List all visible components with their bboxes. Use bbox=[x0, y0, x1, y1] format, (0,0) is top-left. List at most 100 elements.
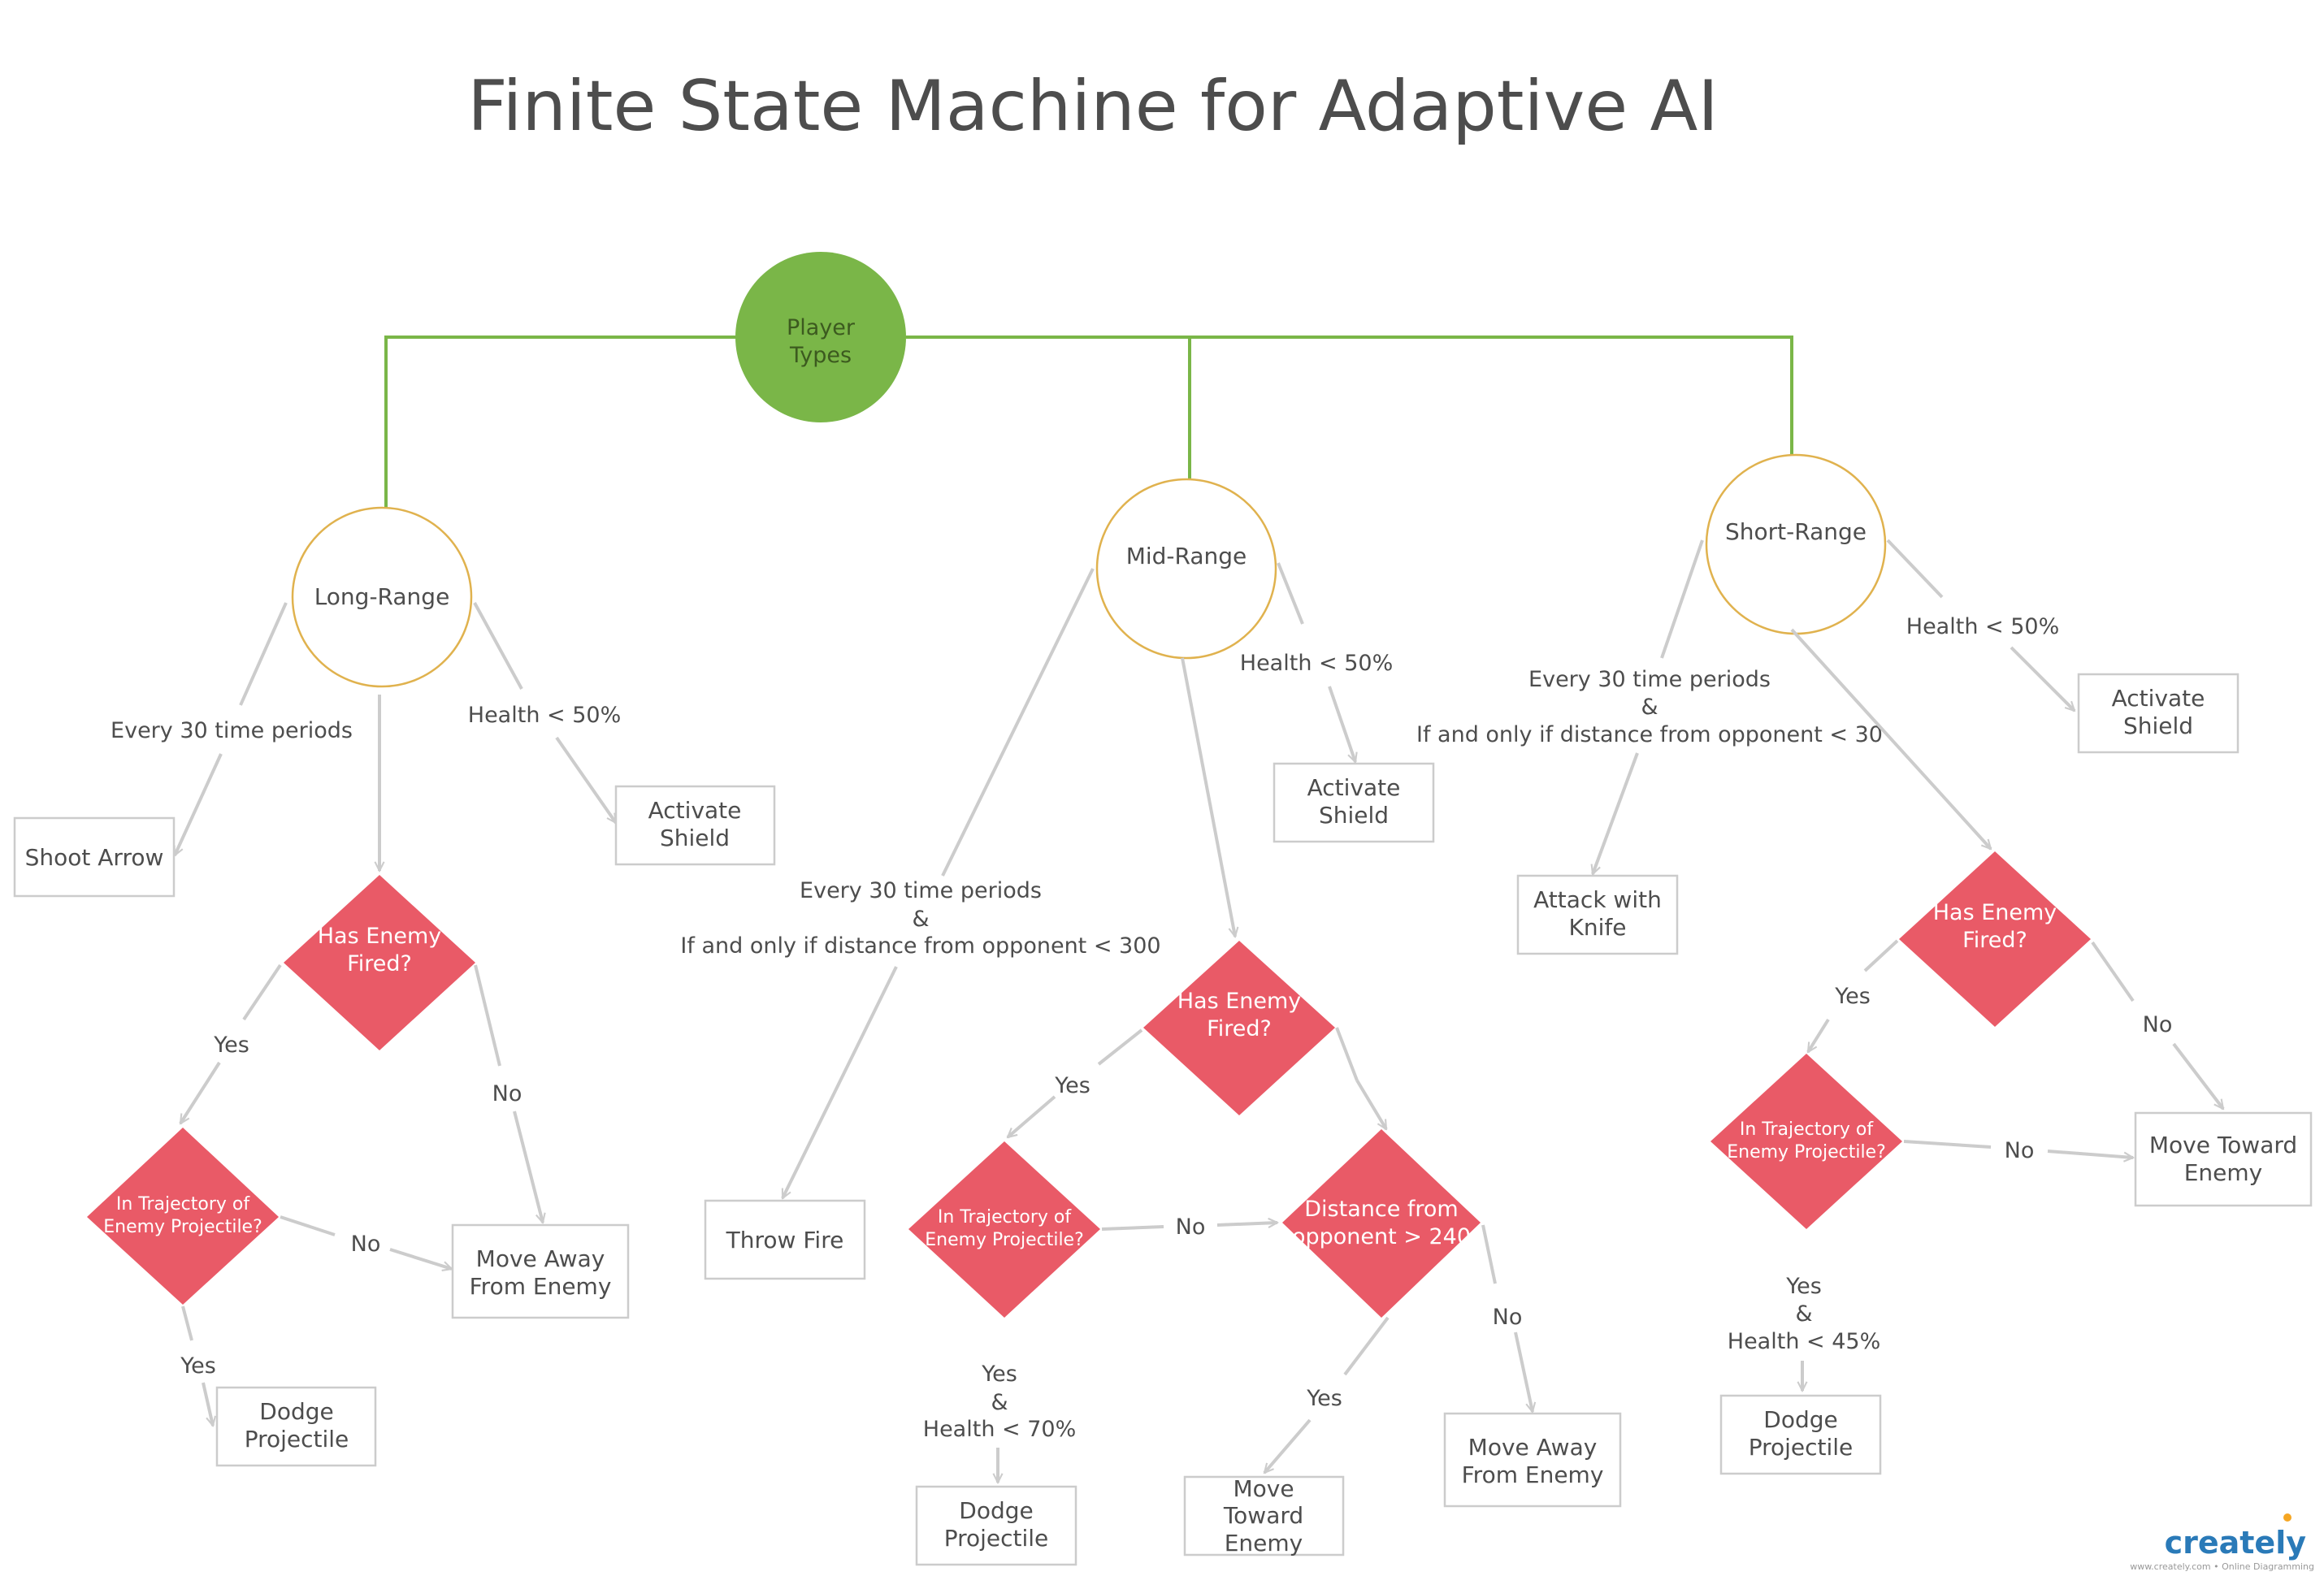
svg-text:Activate: Activate bbox=[648, 797, 742, 824]
box-shoot-arrow: Shoot Arrow bbox=[13, 816, 176, 898]
lightbulb-icon bbox=[2283, 1513, 2291, 1522]
root-connectors bbox=[384, 336, 1793, 526]
edge-label-and: & bbox=[1795, 1301, 1812, 1327]
edge-label-every-30: Every 30 time periods bbox=[111, 718, 353, 743]
edge-label-health-45: Health < 45% bbox=[1728, 1329, 1880, 1354]
svg-text:Move Toward: Move Toward bbox=[2149, 1132, 2297, 1158]
box-dodge-projectile-mid: Dodge Projectile bbox=[915, 1485, 1077, 1566]
svg-text:Shield: Shield bbox=[1319, 802, 1389, 829]
edge-label-no: No bbox=[1176, 1214, 1206, 1240]
svg-text:In Trajectory of: In Trajectory of bbox=[1740, 1119, 1875, 1140]
svg-text:Shield: Shield bbox=[660, 825, 730, 851]
svg-text:opponent > 240: opponent > 240 bbox=[1292, 1224, 1471, 1249]
page-title: Finite State Machine for Adaptive AI bbox=[467, 66, 1719, 147]
svg-text:Fired?: Fired? bbox=[1207, 1016, 1272, 1041]
svg-text:Fired?: Fired? bbox=[347, 951, 412, 976]
svg-text:Dodge: Dodge bbox=[959, 1497, 1033, 1524]
svg-text:From Enemy: From Enemy bbox=[1462, 1461, 1604, 1488]
edge-label-no: No bbox=[2005, 1138, 2035, 1163]
svg-text:In Trajectory of: In Trajectory of bbox=[938, 1207, 1073, 1227]
edge-label-yes: Yes bbox=[1306, 1386, 1342, 1411]
edge-label-yes: Yes bbox=[1054, 1073, 1090, 1098]
decision-trajectory-mid: In Trajectory of Enemy Projectile? bbox=[908, 1141, 1100, 1318]
svg-text:Mid-Range: Mid-Range bbox=[1126, 543, 1247, 569]
svg-text:Has Enemy: Has Enemy bbox=[1933, 900, 2057, 925]
box-dodge-projectile-long: Dodge Projectile bbox=[215, 1386, 377, 1467]
svg-text:Fired?: Fired? bbox=[1962, 928, 2027, 953]
svg-text:Short-Range: Short-Range bbox=[1725, 518, 1867, 545]
edge-label-distance-300: If and only if distance from opponent < … bbox=[680, 933, 1160, 959]
edge-label-yes: Yes bbox=[1785, 1274, 1822, 1299]
edge-label-no: No bbox=[492, 1081, 522, 1106]
edge-label-yes: Yes bbox=[1834, 984, 1871, 1009]
edge-label-every-30: Every 30 time periods bbox=[800, 878, 1042, 903]
box-activate-shield: Activate Shield bbox=[614, 785, 776, 866]
edge-label-yes: Yes bbox=[180, 1353, 216, 1379]
svg-text:Enemy Projectile?: Enemy Projectile? bbox=[925, 1230, 1084, 1250]
decision-trajectory-short: In Trajectory of Enemy Projectile? bbox=[1710, 1054, 1902, 1229]
edge-label-and: & bbox=[1641, 695, 1658, 720]
svg-text:Move Away: Move Away bbox=[1468, 1434, 1598, 1461]
svg-text:Attack with: Attack with bbox=[1533, 886, 1662, 913]
edge-label-distance-30: If and only if distance from opponent < … bbox=[1416, 722, 1883, 747]
svg-text:Types: Types bbox=[789, 343, 852, 368]
edge-label-no: No bbox=[1493, 1305, 1523, 1330]
svg-text:Projectile: Projectile bbox=[245, 1426, 349, 1453]
svg-text:Shoot Arrow: Shoot Arrow bbox=[25, 844, 164, 871]
decision-has-enemy-fired-mid: Has Enemy Fired? bbox=[1143, 941, 1335, 1115]
svg-text:Player: Player bbox=[787, 315, 856, 340]
svg-text:Dodge: Dodge bbox=[259, 1398, 333, 1425]
svg-text:Projectile: Projectile bbox=[944, 1525, 1049, 1552]
edge-label-no: No bbox=[2143, 1012, 2173, 1037]
box-move-toward-mid: Move Toward Enemy bbox=[1183, 1475, 1345, 1557]
svg-text:creately: creately bbox=[2165, 1525, 2307, 1561]
svg-text:Projectile: Projectile bbox=[1749, 1434, 1854, 1461]
decision-has-enemy-fired-long: Has Enemy Fired? bbox=[284, 875, 475, 1050]
edge-label-every-30: Every 30 time periods bbox=[1528, 667, 1771, 692]
box-dodge-projectile-short: Dodge Projectile bbox=[1719, 1394, 1882, 1475]
box-move-away-long: Move Away From Enemy bbox=[451, 1223, 630, 1319]
svg-text:Move: Move bbox=[1233, 1475, 1294, 1502]
svg-text:Activate: Activate bbox=[2112, 685, 2205, 712]
edge-label-and: & bbox=[991, 1390, 1008, 1415]
svg-text:Distance from: Distance from bbox=[1304, 1197, 1458, 1222]
box-throw-fire: Throw Fire bbox=[704, 1199, 866, 1280]
decision-distance-240: Distance from opponent > 240 bbox=[1282, 1129, 1481, 1318]
svg-text:Enemy: Enemy bbox=[2184, 1159, 2263, 1186]
box-move-away-mid: Move Away From Enemy bbox=[1443, 1412, 1622, 1508]
svg-text:Toward: Toward bbox=[1223, 1502, 1303, 1529]
box-activate-shield-short: Activate Shield bbox=[2077, 673, 2239, 754]
svg-text:Has Enemy: Has Enemy bbox=[318, 924, 442, 949]
svg-text:Has Enemy: Has Enemy bbox=[1177, 989, 1302, 1014]
svg-text:Throw Fire: Throw Fire bbox=[726, 1227, 844, 1253]
decision-trajectory-long: In Trajectory of Enemy Projectile? bbox=[87, 1128, 279, 1305]
svg-text:Enemy Projectile?: Enemy Projectile? bbox=[103, 1217, 262, 1237]
edge-label-and: & bbox=[912, 907, 929, 932]
svg-text:Knife: Knife bbox=[1569, 914, 1627, 941]
box-move-toward-short: Move Toward Enemy bbox=[2134, 1111, 2313, 1207]
svg-text:Move Away: Move Away bbox=[476, 1245, 605, 1272]
edge-label-no: No bbox=[351, 1232, 381, 1257]
svg-text:Long-Range: Long-Range bbox=[314, 583, 450, 610]
svg-text:Dodge: Dodge bbox=[1763, 1406, 1837, 1433]
creately-watermark: creately www.creately.com • Online Diagr… bbox=[2130, 1513, 2314, 1572]
svg-text:Enemy Projectile?: Enemy Projectile? bbox=[1727, 1142, 1886, 1163]
decision-has-enemy-fired-short: Has Enemy Fired? bbox=[1899, 851, 2091, 1027]
edge-label-health-50: Health < 50% bbox=[1906, 614, 2059, 639]
edge-label-health-70: Health < 70% bbox=[923, 1417, 1076, 1442]
svg-text:In Trajectory of: In Trajectory of bbox=[116, 1194, 251, 1214]
svg-text:From Enemy: From Enemy bbox=[470, 1273, 612, 1300]
svg-text:Enemy: Enemy bbox=[1225, 1530, 1303, 1557]
root-node-player-types: Player Types bbox=[735, 252, 906, 422]
state-long-range: Long-Range bbox=[291, 506, 473, 688]
edge-label-yes: Yes bbox=[981, 1362, 1017, 1387]
state-mid-range: Mid-Range bbox=[1095, 478, 1277, 660]
edge-label-health-50: Health < 50% bbox=[1240, 651, 1393, 676]
box-activate-shield-mid: Activate Shield bbox=[1273, 762, 1435, 843]
edge-label-health-50: Health < 50% bbox=[468, 703, 621, 728]
svg-text:Shield: Shield bbox=[2123, 712, 2193, 739]
svg-text:www.creately.com • Online Diag: www.creately.com • Online Diagramming bbox=[2130, 1561, 2314, 1572]
box-attack-with-knife: Attack with Knife bbox=[1516, 874, 1679, 955]
svg-text:Activate: Activate bbox=[1307, 774, 1401, 801]
